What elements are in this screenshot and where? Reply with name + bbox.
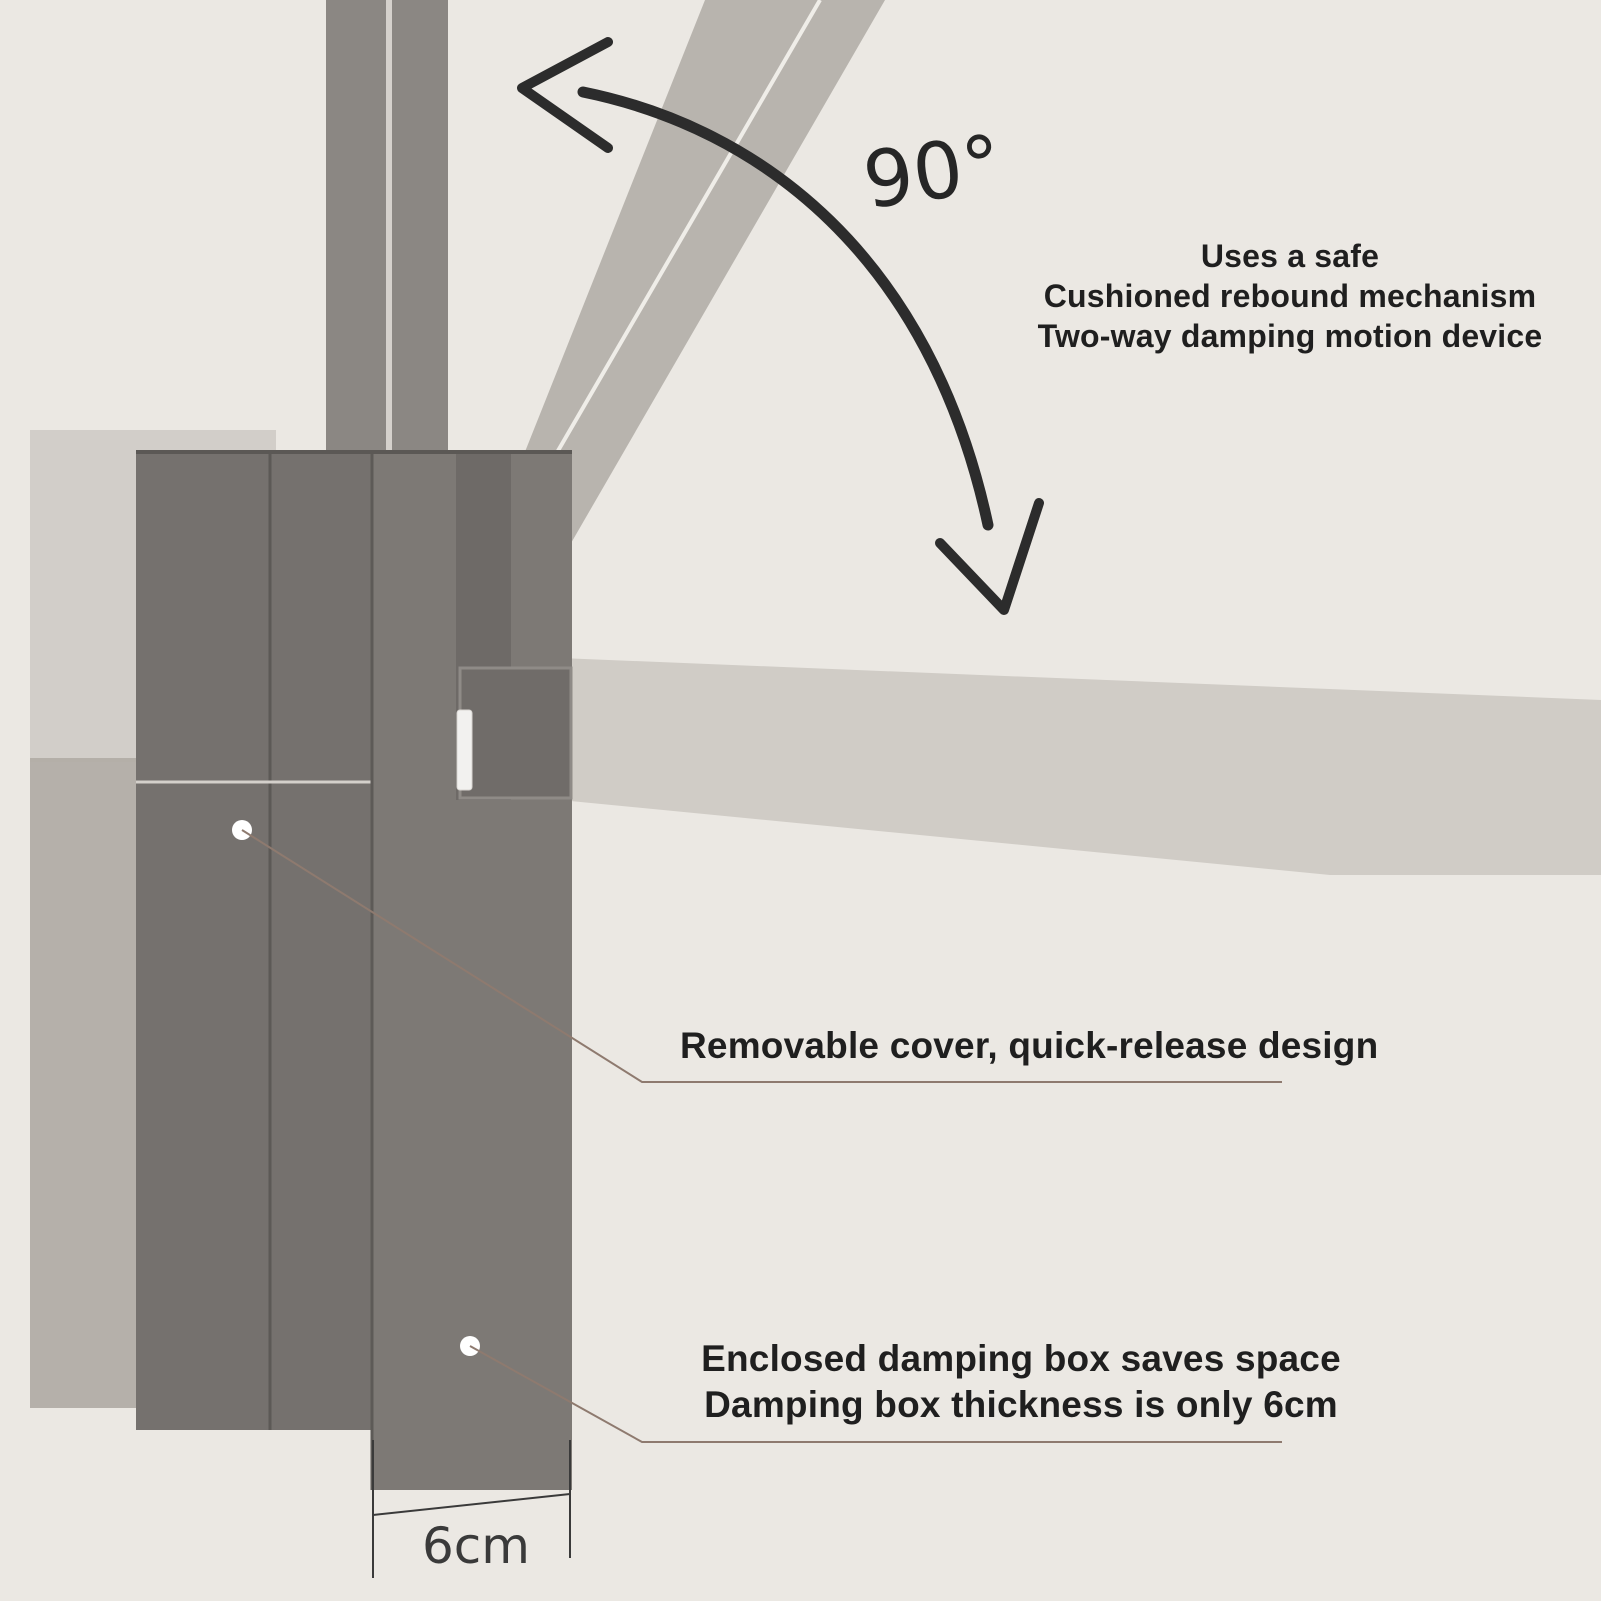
mechanism-line-3: Two-way damping motion device <box>1037 318 1543 354</box>
hinge-slot <box>458 666 573 800</box>
cover-description: Removable cover, quick-release design <box>680 1025 1379 1066</box>
box-line-1: Enclosed damping box saves space <box>701 1338 1341 1379</box>
damping-box-upper-front <box>136 452 372 785</box>
curved-arrow-bottom-head <box>935 498 1044 615</box>
hinge-pin <box>456 709 473 791</box>
damping-box-lower-front <box>136 782 372 1430</box>
box-line-2: Damping box thickness is only 6cm <box>704 1384 1338 1425</box>
angle-label: 90° <box>858 118 1008 228</box>
mechanism-description: Uses a safe Cushioned rebound mechanism … <box>1010 236 1570 356</box>
thickness-label: 6cm <box>422 1517 531 1575</box>
callout-leader-cover <box>241 829 1282 1083</box>
curved-arrow-top-head <box>517 37 613 153</box>
curved-angle-arrow <box>577 86 994 531</box>
ghost-horizontal-bar <box>560 658 1601 875</box>
ghost-back-panel-lower <box>30 758 138 1408</box>
mechanism-line-2: Cushioned rebound mechanism <box>1043 278 1537 314</box>
dimension-base-line <box>372 1493 571 1516</box>
callout-leader-box <box>469 1345 1282 1443</box>
mechanism-line-1: Uses a safe <box>1200 238 1380 274</box>
box-description: Enclosed damping box saves space Damping… <box>676 1336 1366 1428</box>
